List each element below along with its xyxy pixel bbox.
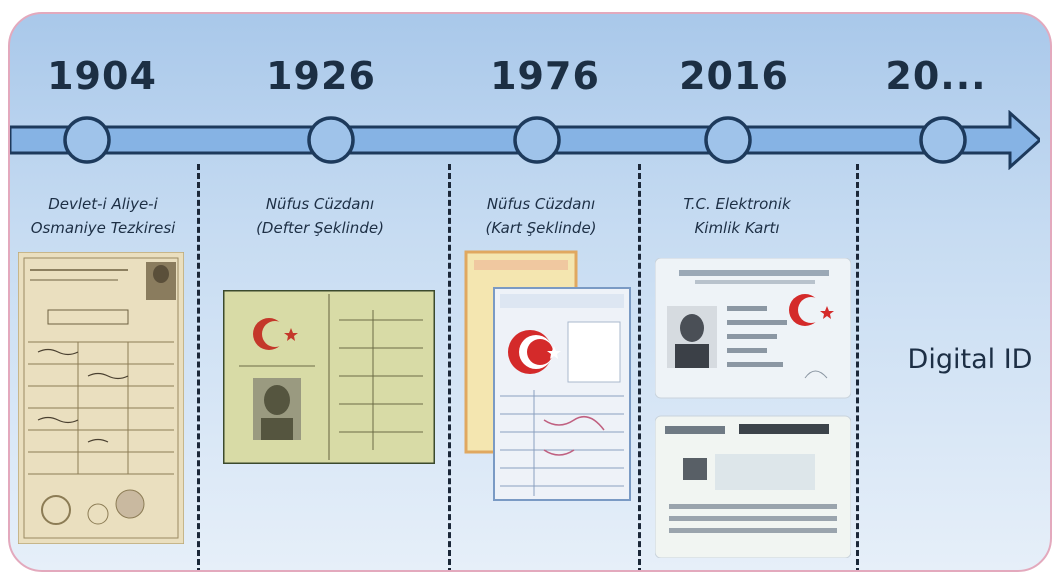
timeline-arrow <box>10 110 1040 170</box>
label-1904: Devlet-i Aliye-i Osmaniye Tezkiresi <box>31 192 176 240</box>
label-2016-line1: T.C. Elektronik <box>683 195 791 213</box>
card-id-image <box>464 250 631 501</box>
label-2016: T.C. Elektronik Kimlik Kartı <box>683 192 790 240</box>
timeline-node-1976 <box>513 116 561 164</box>
label-1904-line1: Devlet-i Aliye-i <box>48 195 158 213</box>
label-2016-line2: Kimlik Kartı <box>694 219 780 237</box>
timeline-node-2016 <box>704 116 752 164</box>
booklet-id-image <box>223 290 435 464</box>
label-1976: Nüfus Cüzdanı (Kart Şeklinde) <box>485 192 596 240</box>
year-future: 20... <box>885 54 987 98</box>
timeline-node-1904 <box>63 116 111 164</box>
electronic-id-image <box>655 258 851 558</box>
divider-2 <box>448 164 451 570</box>
divider-3 <box>638 164 641 570</box>
timeline-node-1926 <box>307 116 355 164</box>
label-1926-line2: (Defter Şeklinde) <box>256 219 384 237</box>
timeline-frame: 1904 1926 1976 2016 20... Devlet-i Aliye… <box>8 12 1052 572</box>
divider-1 <box>197 164 200 570</box>
year-2016: 2016 <box>679 54 789 98</box>
label-1976-line1: Nüfus Cüzdanı <box>486 195 596 213</box>
label-1926-line1: Nüfus Cüzdanı <box>265 195 375 213</box>
ottoman-document-image <box>18 252 184 544</box>
year-1976: 1976 <box>490 54 600 98</box>
digital-id-label: Digital ID <box>907 344 1033 375</box>
timeline-node-future <box>919 116 967 164</box>
label-1976-line2: (Kart Şeklinde) <box>485 219 597 237</box>
label-1904-line2: Osmaniye Tezkiresi <box>30 219 176 237</box>
year-1926: 1926 <box>266 54 376 98</box>
year-1904: 1904 <box>47 54 157 98</box>
divider-4 <box>856 164 859 570</box>
label-1926: Nüfus Cüzdanı (Defter Şeklinde) <box>256 192 384 240</box>
